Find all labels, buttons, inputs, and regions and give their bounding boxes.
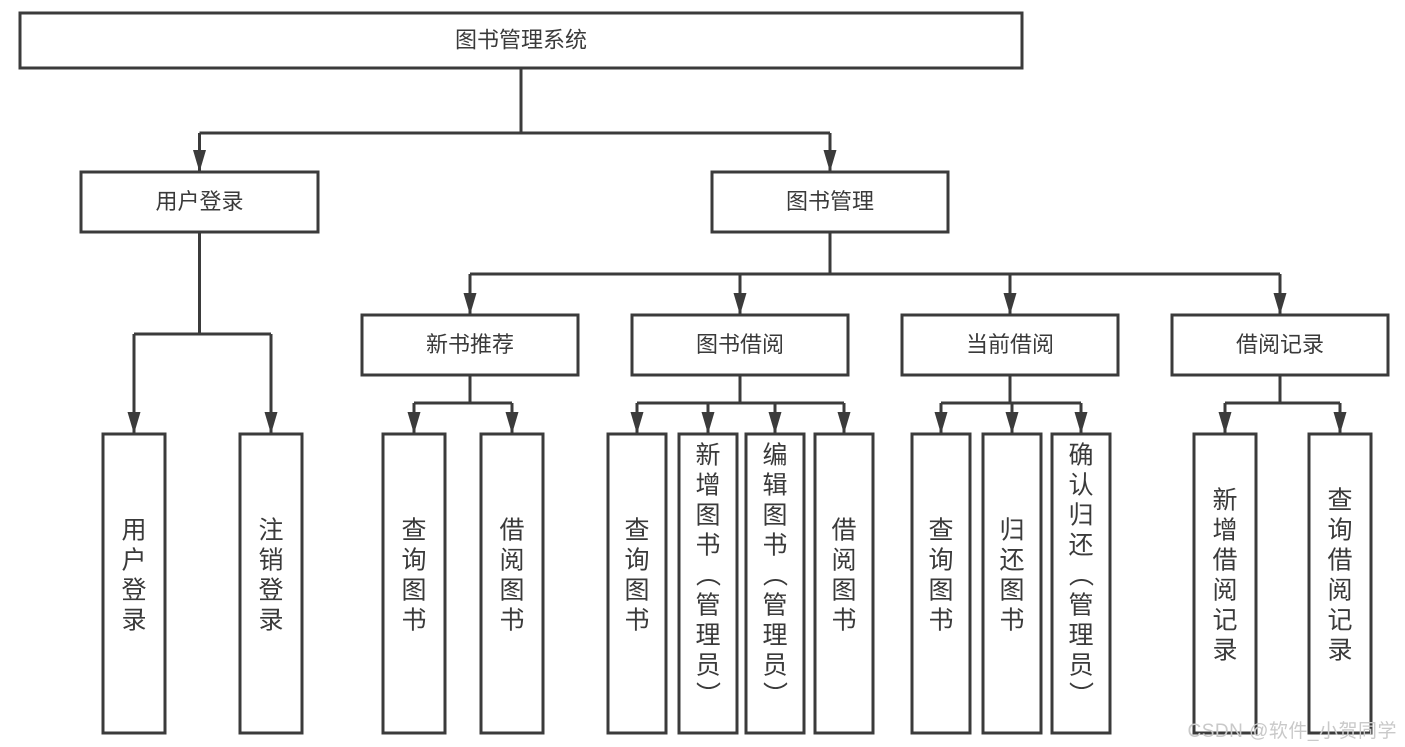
connector-arrowhead [733, 293, 747, 315]
leaf-node-leaf-user-login-label: 用户登录 [121, 517, 146, 635]
leaf-node-leaf-current-return-book-label: 归还图书 [999, 517, 1024, 635]
leaf-node-leaf-current-query-book[interactable]: 查询图书 [910, 432, 972, 735]
leaf-node-leaf-user-logout-label: 注销登录 [258, 517, 283, 635]
connector-arrowhead [1074, 412, 1088, 434]
leaf-node-leaf-borrow-query-book-box[interactable] [606, 432, 668, 735]
leaf-node-leaf-record-query[interactable]: 查询借阅记录 [1307, 432, 1373, 735]
leaf-node-leaf-current-confirm-return-label: 确认归还（管理员） [1068, 442, 1094, 710]
leaf-node-leaf-record-add-box[interactable] [1192, 432, 1258, 735]
level3-node-current-borrow[interactable]: 当前借阅 [900, 313, 1120, 377]
connector-arrowhead [1273, 293, 1287, 315]
connector-arrowhead [1218, 412, 1232, 434]
connector-arrowhead [1333, 412, 1347, 434]
leaf-node-leaf-record-add-label: 新增借阅记录 [1212, 487, 1237, 665]
connector-arrowhead [127, 412, 141, 434]
leaf-node-leaf-borrow-edit-book[interactable]: 编辑图书（管理员） [744, 432, 806, 735]
leaf-node-leaf-borrow-add-book-box[interactable] [677, 432, 739, 735]
level2-node-user-login-label: 用户登录 [155, 189, 243, 214]
connector-arrowhead [768, 412, 782, 434]
leaf-node-leaf-current-query-book-label: 查询图书 [928, 517, 953, 635]
level3-node-book-borrow-label: 图书借阅 [696, 332, 784, 357]
leaf-node-leaf-rec-borrow-book-box[interactable] [479, 432, 545, 735]
leaf-node-leaf-record-query-label: 查询借阅记录 [1327, 487, 1352, 665]
level2-node-user-login[interactable]: 用户登录 [79, 170, 320, 234]
level3-node-borrow-record-box[interactable] [1170, 313, 1390, 377]
leaf-node-leaf-borrow-borrow-book[interactable]: 借阅图书 [813, 432, 875, 735]
root-node-box[interactable] [18, 11, 1024, 70]
level3-node-borrow-record[interactable]: 借阅记录 [1170, 313, 1390, 377]
leaf-node-leaf-rec-query-book-box[interactable] [381, 432, 447, 735]
leaf-node-leaf-borrow-borrow-book-label: 借阅图书 [831, 517, 856, 635]
leaf-node-leaf-current-return-book-box[interactable] [981, 432, 1043, 735]
leaf-node-leaf-user-logout-box[interactable] [238, 432, 304, 735]
connector-arrowhead [193, 150, 206, 172]
level3-node-current-borrow-box[interactable] [900, 313, 1120, 377]
root-node-label: 图书管理系统 [455, 27, 587, 52]
leaf-node-leaf-borrow-edit-book-box[interactable] [744, 432, 806, 735]
connector-arrowhead [1005, 412, 1019, 434]
level2-node-book-manage[interactable]: 图书管理 [710, 170, 950, 234]
connector-arrowhead [701, 412, 715, 434]
leaf-node-leaf-user-login[interactable]: 用户登录 [101, 432, 167, 735]
leaf-node-leaf-record-query-box[interactable] [1307, 432, 1373, 735]
level3-node-new-book-rec[interactable]: 新书推荐 [360, 313, 580, 377]
leaf-node-leaf-borrow-query-book-label: 查询图书 [624, 517, 649, 635]
leaf-node-leaf-rec-query-book-label: 查询图书 [401, 517, 426, 635]
leaf-node-leaf-current-return-book[interactable]: 归还图书 [981, 432, 1043, 735]
leaf-node-leaf-current-query-book-box[interactable] [910, 432, 972, 735]
leaf-node-leaf-rec-query-book[interactable]: 查询图书 [381, 432, 447, 735]
leaf-node-leaf-rec-borrow-book[interactable]: 借阅图书 [479, 432, 545, 735]
leaf-node-leaf-borrow-add-book-label: 新增图书（管理员） [695, 442, 721, 710]
leaf-node-leaf-current-confirm-return[interactable]: 确认归还（管理员） [1050, 432, 1112, 735]
connector-arrowhead [407, 412, 421, 434]
level3-node-new-book-rec-label: 新书推荐 [426, 332, 514, 357]
leaf-node-leaf-borrow-add-book[interactable]: 新增图书（管理员） [677, 432, 739, 735]
leaf-node-leaf-borrow-borrow-book-box[interactable] [813, 432, 875, 735]
connector-arrowhead [630, 412, 644, 434]
leaf-node-leaf-user-logout[interactable]: 注销登录 [238, 432, 304, 735]
leaf-node-leaf-record-add[interactable]: 新增借阅记录 [1192, 432, 1258, 735]
connector-arrowhead [934, 412, 948, 434]
leaf-node-leaf-current-confirm-return-box[interactable] [1050, 432, 1112, 735]
level2-node-user-login-box[interactable] [79, 170, 320, 234]
level2-node-book-manage-box[interactable] [710, 170, 950, 234]
connector-arrowhead [823, 150, 837, 172]
level2-node-book-manage-label: 图书管理 [786, 189, 874, 214]
leaf-node-leaf-rec-borrow-book-label: 借阅图书 [499, 517, 524, 635]
leaf-node-leaf-borrow-query-book[interactable]: 查询图书 [606, 432, 668, 735]
level3-node-new-book-rec-box[interactable] [360, 313, 580, 377]
level3-node-borrow-record-label: 借阅记录 [1236, 332, 1324, 357]
connector-arrowhead [1003, 293, 1017, 315]
leaf-node-leaf-borrow-edit-book-label: 编辑图书（管理员） [762, 442, 788, 710]
connector-arrowhead [505, 412, 519, 434]
root-node[interactable]: 图书管理系统 [18, 11, 1024, 70]
connector-arrowhead [837, 412, 851, 434]
leaf-node-leaf-user-login-box[interactable] [101, 432, 167, 735]
connector-arrowhead [264, 412, 278, 434]
connector-arrowhead [463, 293, 477, 315]
level3-node-book-borrow-box[interactable] [630, 313, 850, 377]
level3-node-current-borrow-label: 当前借阅 [966, 332, 1054, 357]
level3-node-book-borrow[interactable]: 图书借阅 [630, 313, 850, 377]
